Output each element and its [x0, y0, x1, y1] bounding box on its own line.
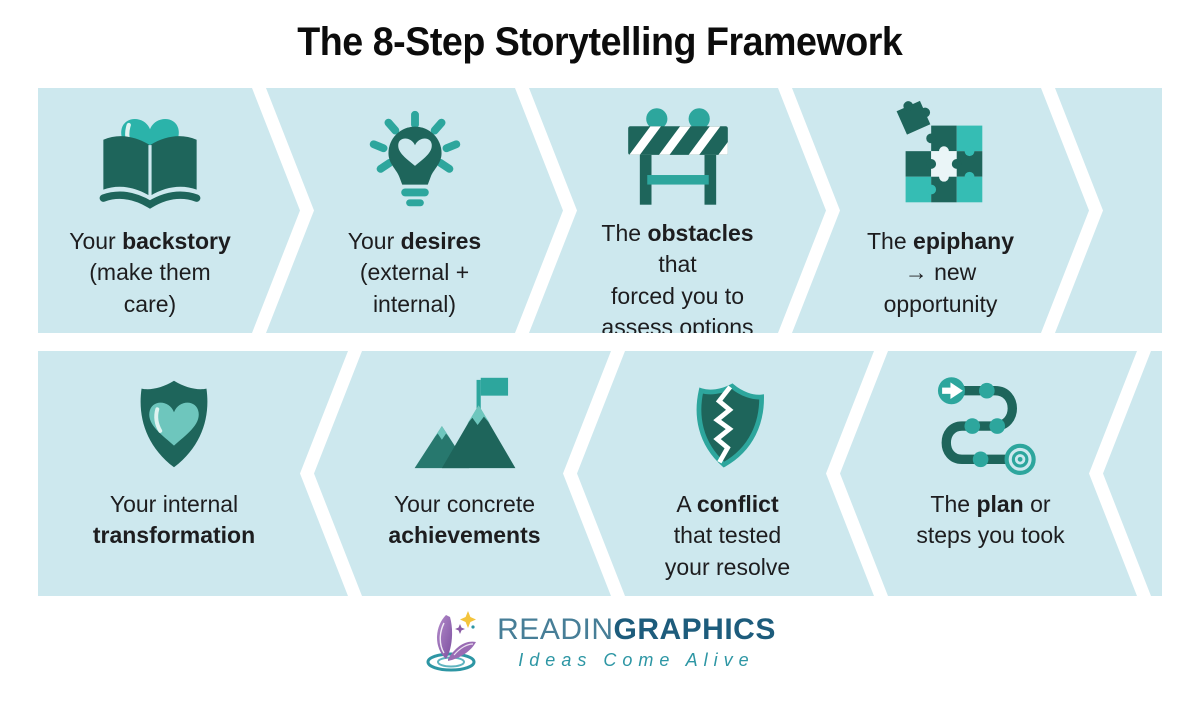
page-title: The 8-Step Storytelling Framework: [297, 20, 903, 64]
step-label: Your desires (external + internal): [347, 228, 482, 317]
step-label: Your concrete achievements: [388, 491, 541, 549]
step-obstacles: The obstacles that forced you to assess …: [529, 88, 826, 333]
roadblock-icon: [612, 104, 744, 210]
book-heart-icon: [85, 104, 215, 218]
step-desires: Your desires (external + internal): [266, 88, 563, 333]
step-epiphany: The epiphany → new opportunity: [792, 88, 1089, 333]
shield-heart-icon: [115, 367, 233, 481]
readingraphics-logo-icon: [426, 611, 477, 672]
brand-name: READINGRAPHICS: [497, 613, 776, 647]
step-backstory: Your backstory (make them care): [38, 88, 300, 333]
step-label: A conflict that tested your resolve: [664, 491, 791, 580]
step-label: The obstacles that forced you to assess …: [601, 220, 754, 340]
framework-row-2: Your internal transformation Your concre…: [38, 351, 1162, 596]
framework-row-1: Your backstory (make them care): [38, 88, 1162, 333]
step-conflict: A conflict that tested your resolve: [577, 351, 874, 596]
broken-shield-icon: [671, 367, 785, 481]
route-plan-icon: [928, 367, 1054, 481]
step-plan: The plan or steps you took: [840, 351, 1137, 596]
step-label: Your internal transformation: [92, 491, 256, 549]
brand-tagline: Ideas Come Alive: [518, 649, 755, 670]
lightbulb-heart-icon: [356, 104, 474, 218]
step-label: The plan or steps you took: [916, 491, 1065, 549]
brand-footer: READINGRAPHICS Ideas Come Alive: [0, 609, 1200, 675]
step-achievements: Your concrete achievements: [314, 351, 611, 596]
step-transformation: Your internal transformation: [38, 351, 348, 596]
step-label: Your backstory (make them care): [69, 228, 231, 317]
step-label: The epiphany → new opportunity: [867, 228, 1014, 317]
mountain-flag-icon: [402, 367, 528, 481]
puzzle-epiphany-icon: [882, 104, 1000, 218]
framework-diagram: Your backstory (make them care): [38, 88, 1162, 596]
